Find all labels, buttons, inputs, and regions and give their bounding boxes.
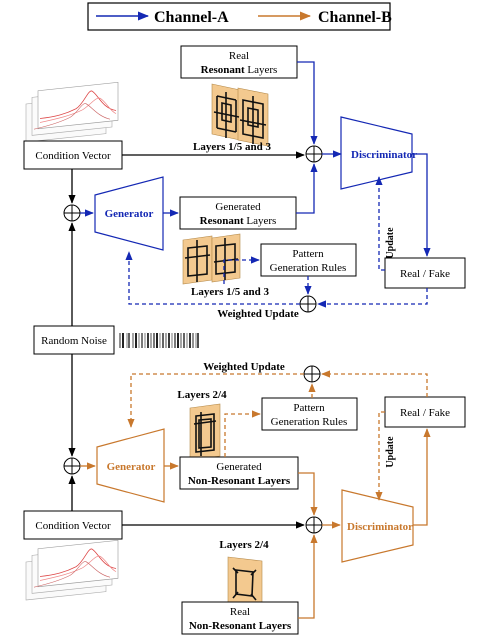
sum-junction-a-gen xyxy=(63,204,81,222)
update-label-a: Update xyxy=(385,227,396,259)
nonresonant-pattern-image-generated xyxy=(189,403,221,461)
nonresonant-pattern-image-real xyxy=(227,556,263,609)
discriminator-b xyxy=(341,489,414,563)
layers-label-a-2: Layers 1/5 and 3 xyxy=(191,286,269,298)
legend: Channel-A Channel-B xyxy=(87,2,392,31)
real-fake-label-b: Real / Fake xyxy=(400,407,450,419)
resonant-pattern-image-real xyxy=(211,83,269,147)
generator-a-label: Generator xyxy=(105,208,154,220)
layers-label-b-2: Layers 2/4 xyxy=(219,539,269,551)
generated-resonant-layers-box xyxy=(179,196,297,230)
pattern-rules-box-a xyxy=(260,243,357,277)
generated-resonant-line2: Resonant Layers xyxy=(200,215,277,227)
discriminator-a-label: Discriminator xyxy=(351,149,417,161)
real-fake-box-a xyxy=(384,257,466,289)
pattern-rules-a-line1: Pattern xyxy=(292,248,324,260)
resonant-pattern-image-generated xyxy=(182,233,241,285)
generator-a xyxy=(94,176,164,251)
legend-label-b: Channel-B xyxy=(318,9,392,26)
generator-b xyxy=(96,428,165,503)
real-resonant-line2: Resonant Layers xyxy=(201,64,278,76)
real-fake-label-a: Real / Fake xyxy=(400,268,450,280)
real-resonant-layers-box xyxy=(180,45,298,79)
pattern-rules-b-line1: Pattern xyxy=(293,402,325,414)
weighted-junction-a xyxy=(299,295,317,313)
legend-label-a: Channel-A xyxy=(154,9,229,26)
condition-vector-label-b: Condition Vector xyxy=(35,520,111,532)
spectrum-plot-image-a xyxy=(25,81,119,143)
condition-vector-box-b xyxy=(23,510,123,540)
discriminator-b-label: Discriminator xyxy=(347,521,413,533)
spectrum-plot-image-b xyxy=(25,539,119,601)
random-noise-section: Random Noise xyxy=(33,222,199,457)
discriminator-a xyxy=(340,116,413,190)
weighted-update-label-a: Weighted Update xyxy=(217,308,299,320)
generated-resonant-line1: Generated xyxy=(215,201,261,213)
random-noise-label: Random Noise xyxy=(41,335,107,347)
generated-nonresonant-layers-box xyxy=(179,456,299,490)
real-resonant-line1: Real xyxy=(229,50,249,62)
layers-label-b: Layers 2/4 xyxy=(177,389,227,401)
condition-vector-label-a: Condition Vector xyxy=(35,150,111,162)
update-label-b: Update xyxy=(385,436,396,468)
noise-barcode-image xyxy=(119,333,199,348)
weighted-update-label-b: Weighted Update xyxy=(203,361,285,373)
real-nonresonant-line1: Real xyxy=(230,606,250,618)
real-nonresonant-line2: Non-Resonant Layers xyxy=(189,620,292,632)
channel-a: Real Resonant Layers xyxy=(23,45,466,320)
generator-b-label: Generator xyxy=(107,461,156,473)
real-nonresonant-layers-box xyxy=(181,601,299,635)
layers-label-a: Layers 1/5 and 3 xyxy=(193,141,271,153)
random-noise-box xyxy=(33,325,115,355)
pattern-rules-b-line2: Generation Rules xyxy=(271,416,348,428)
generated-nonresonant-line1: Generated xyxy=(216,461,262,473)
channel-a-connectors xyxy=(68,61,431,308)
pattern-rules-a-line2: Generation Rules xyxy=(270,262,347,274)
weighted-junction-b xyxy=(303,365,321,383)
generated-nonresonant-line2: Non-Resonant Layers xyxy=(188,475,291,487)
sum-junction-a-disc xyxy=(305,145,323,163)
channel-b: Weighted Update Layers 2/4 Pattern Gener… xyxy=(23,361,466,635)
pattern-rules-box-b xyxy=(261,397,358,431)
sum-junction-b-disc xyxy=(305,516,323,534)
channel-b-connectors xyxy=(68,370,431,619)
sum-junction-b-gen xyxy=(63,457,81,475)
